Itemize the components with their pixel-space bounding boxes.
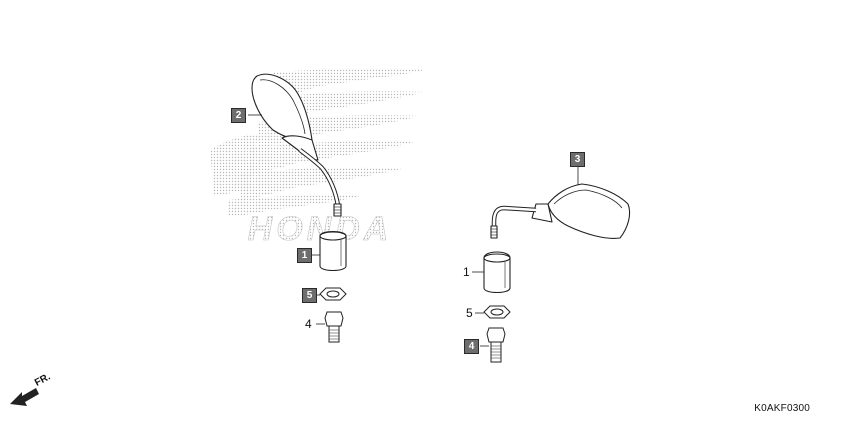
right-adapter-bolt: [486, 327, 506, 363]
diagram-code: K0AKF0300: [754, 403, 810, 414]
callout-right-mirror: 3: [570, 152, 585, 167]
right-nut: [483, 305, 511, 319]
right-mirror: [490, 183, 631, 239]
callout-left-nut: 5: [302, 288, 317, 303]
callout-right-adapter: 4: [464, 339, 479, 354]
callout-left-mirror: 2: [231, 108, 246, 123]
callout-left-cover: 1: [297, 248, 312, 263]
honda-watermark-text: HONDA: [247, 210, 393, 249]
callout-right-cover: 1: [463, 265, 470, 279]
left-cover-cap: [319, 230, 347, 272]
honda-wing-logo: [210, 68, 425, 216]
front-direction-arrow-icon: [10, 388, 39, 406]
left-mirror: [251, 73, 342, 217]
left-adapter-bolt: [324, 311, 344, 343]
right-cover-cap: [483, 251, 511, 294]
callout-left-adapter: 4: [305, 317, 312, 331]
left-nut: [319, 287, 347, 301]
callout-right-nut: 5: [466, 306, 473, 320]
svg-text:HONDA: HONDA: [248, 210, 393, 248]
